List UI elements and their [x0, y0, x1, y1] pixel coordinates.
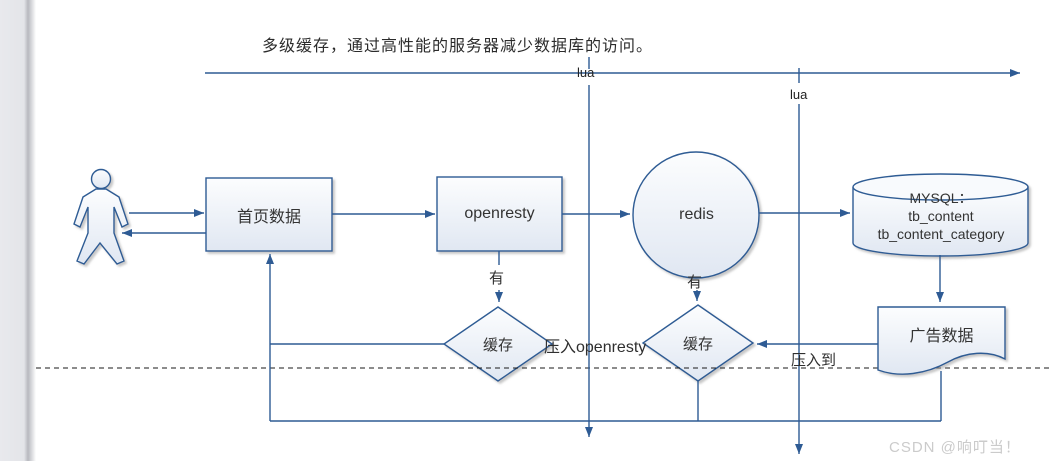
openresty-label: openresty	[464, 205, 535, 222]
openresty-node	[436, 176, 563, 252]
csdn-watermark: CSDN @响叮当！	[889, 439, 1021, 456]
mysql-label-line3: tb_content_category	[877, 226, 1005, 242]
diagram-title: 多级缓存，通过高性能的服务器减少数据库的访问。	[262, 38, 654, 55]
home-data-node	[205, 177, 333, 252]
mysql-label: MYSQL： tb_content tb_content_category	[853, 189, 1029, 243]
ad-data-label: 广告数据	[909, 328, 974, 345]
lua-label-mid: lua	[790, 87, 808, 102]
lua-label-top: lua	[577, 65, 595, 80]
redis-node	[632, 151, 760, 279]
mysql-label-line1: MYSQL：	[909, 190, 973, 206]
push-openresty-label: 压入openresty	[544, 339, 647, 356]
cache-left-label: 缓存	[482, 336, 513, 354]
has-label-redis: 有	[687, 274, 703, 291]
user-actor-icon	[73, 168, 129, 265]
home-data-label: 首页数据	[236, 208, 301, 226]
cache-right-label: 缓存	[682, 335, 713, 353]
has-label-openresty: 有	[489, 270, 505, 287]
page-margin-bar	[0, 0, 36, 461]
mysql-node	[852, 173, 1029, 257]
redis-label: redis	[679, 206, 714, 223]
cache-diamond-left	[442, 306, 554, 382]
ad-data-node	[877, 306, 1006, 375]
push-to-label: 压入到	[791, 352, 837, 369]
mysql-label-line2: tb_content	[908, 208, 974, 224]
